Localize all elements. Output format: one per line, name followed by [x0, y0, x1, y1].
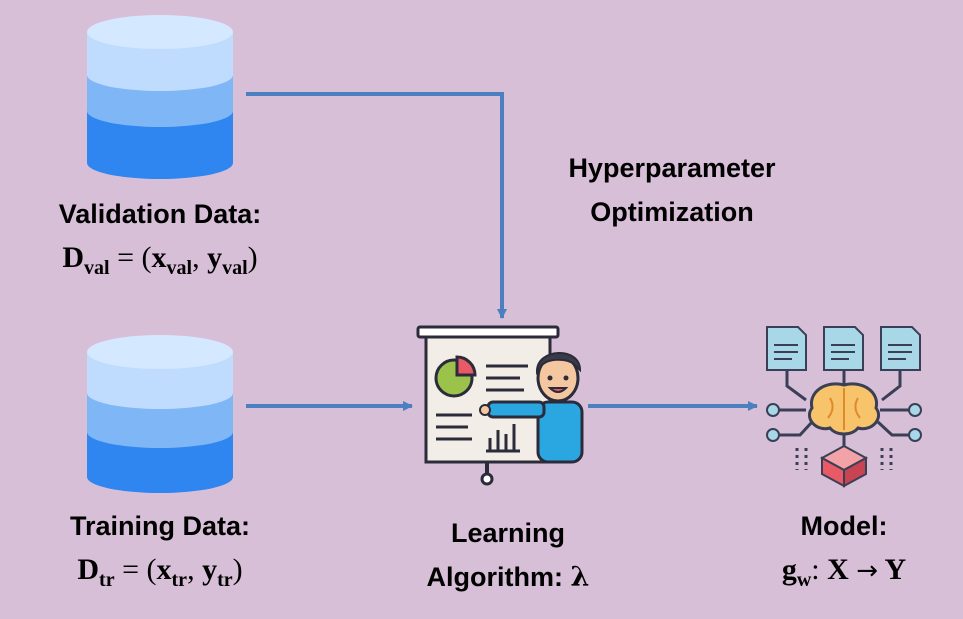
- learning-algorithm-text: Algorithm:: [426, 562, 571, 592]
- model-y-symbol: Y: [884, 553, 907, 586]
- training-x-subscript: tr: [171, 569, 188, 591]
- validation-to-algorithm-arrow: [246, 92, 507, 319]
- validation-comma: ,: [192, 241, 200, 274]
- training-lparen: (: [146, 553, 157, 586]
- validation-data-title: Validation Data:: [58, 199, 262, 229]
- learning-line-1: Learning: [450, 518, 565, 548]
- training-d-subscript: tr: [99, 569, 115, 591]
- training-d-symbol: D: [77, 553, 100, 586]
- model-g-symbol: g: [781, 553, 797, 586]
- training-y-symbol: y: [202, 553, 218, 586]
- lambda-symbol: λ: [570, 562, 590, 593]
- validation-y-subscript: val: [222, 257, 248, 279]
- validation-x-symbol: x: [151, 241, 167, 274]
- model-formula: gw: X → Y: [734, 552, 954, 591]
- ai-brain-network-icon: [766, 326, 922, 488]
- presenter-board-icon: [416, 325, 584, 486]
- training-x-symbol: x: [156, 553, 172, 586]
- training-data-title: Training Data:: [69, 511, 251, 541]
- validation-x-subscript: val: [166, 257, 193, 279]
- model-x-symbol: X: [827, 553, 849, 586]
- hpo-line-2: Optimization: [590, 197, 754, 227]
- training-comma: ,: [187, 553, 195, 586]
- learning-algorithm-label: Learning Algorithm: λ: [380, 511, 636, 600]
- validation-database-icon: [87, 15, 233, 179]
- model-colon: :: [811, 553, 820, 586]
- validation-y-symbol: y: [207, 241, 223, 274]
- hyperparameter-optimization-label: Hyperparameter Optimization: [522, 146, 822, 234]
- validation-d-symbol: D: [62, 241, 85, 274]
- hpo-line-1: Hyperparameter: [568, 153, 776, 183]
- model-g-subscript: w: [796, 569, 812, 591]
- learning-line-2: Algorithm: λ: [380, 555, 636, 600]
- validation-lparen: (: [141, 241, 152, 274]
- training-equals: =: [122, 553, 140, 586]
- validation-d-subscript: val: [84, 257, 110, 279]
- validation-rparen: ): [247, 241, 258, 274]
- validation-data-formula: Dval = (xval, yval): [10, 240, 310, 279]
- training-database-icon: [87, 335, 233, 493]
- model-arrow: →: [856, 556, 879, 586]
- training-rparen: ): [232, 553, 243, 586]
- training-y-subscript: tr: [217, 569, 233, 591]
- validation-equals: =: [117, 241, 135, 274]
- training-data-formula: Dtr = (xtr, ytr): [10, 552, 310, 591]
- model-title: Model:: [800, 511, 888, 541]
